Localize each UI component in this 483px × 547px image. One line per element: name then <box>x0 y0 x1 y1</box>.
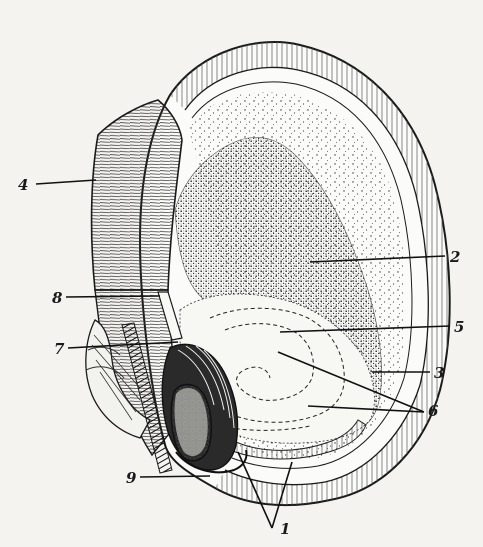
label-4: 4 <box>18 176 28 194</box>
label-2: 2 <box>449 248 460 266</box>
husk-lemma <box>92 100 182 290</box>
leader-8 <box>66 296 160 297</box>
label-1: 1 <box>280 520 290 538</box>
leader-4 <box>36 180 96 184</box>
label-9: 9 <box>126 469 137 487</box>
label-5: 5 <box>454 318 464 336</box>
label-6: 6 <box>428 402 439 420</box>
leader-9 <box>140 476 210 477</box>
label-3: 3 <box>434 364 444 382</box>
label-8: 8 <box>52 289 63 307</box>
label-7: 7 <box>54 340 65 358</box>
